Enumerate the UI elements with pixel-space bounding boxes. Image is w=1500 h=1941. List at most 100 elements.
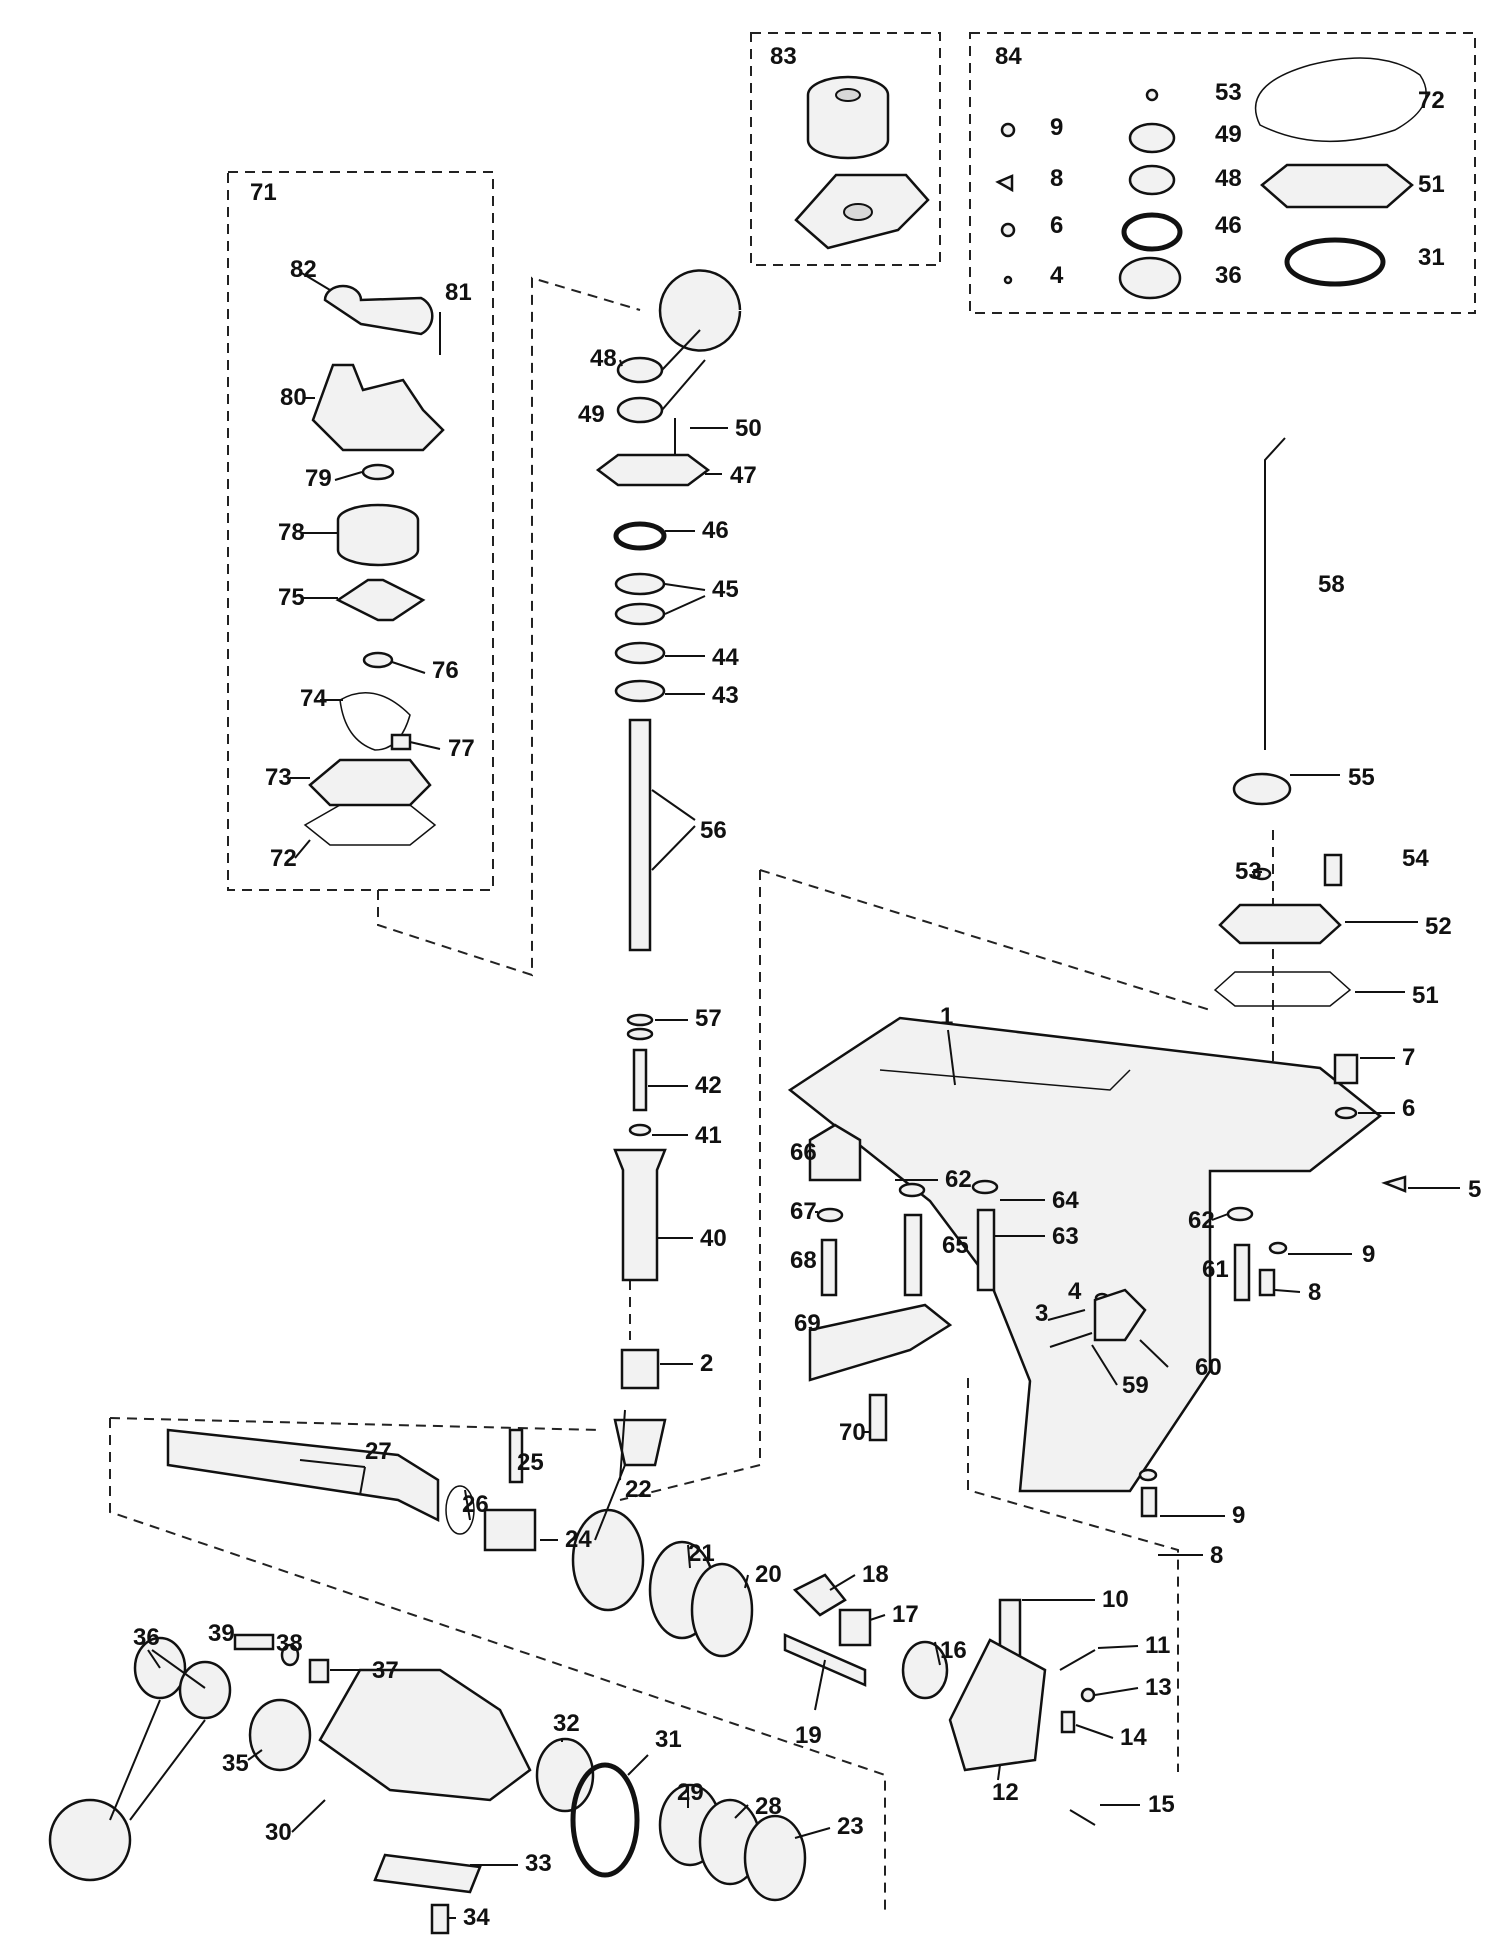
bearing-35-shape [248, 1698, 312, 1772]
part-label-79: 79 [305, 465, 332, 492]
part-label-1: 1 [940, 1003, 953, 1030]
bearing-2-shape [620, 1348, 660, 1390]
part-label-6b: 6 [1402, 1095, 1415, 1122]
housing-47-shape [595, 453, 711, 487]
seal-49-icon [1128, 122, 1176, 154]
washer-62b-shape [1226, 1206, 1254, 1222]
washer-38-shape [280, 1643, 300, 1667]
leader-19 [814, 1659, 826, 1711]
part-label-18: 18 [862, 1561, 889, 1588]
gasket-72-icon [1254, 57, 1427, 143]
part-label-61: 61 [1202, 1256, 1229, 1283]
gasket-51b-shape [1213, 971, 1352, 1007]
shift-rod-parts [1213, 437, 1352, 1007]
anode-66-shape [808, 1123, 862, 1182]
leader-31b [627, 1754, 649, 1776]
part-label-48: 48 [1215, 165, 1242, 192]
pump-base-40-shape [613, 1148, 667, 1282]
gasket-51-icon [1260, 163, 1414, 209]
part-label-49b: 49 [578, 401, 605, 428]
ring-57a-shape [626, 1013, 654, 1027]
part-label-62: 62 [945, 1166, 972, 1193]
part-label-57: 57 [695, 1005, 722, 1032]
leader-27 [299, 1459, 366, 1496]
screw-63-shape [976, 1208, 996, 1292]
part-label-81: 81 [445, 279, 472, 306]
part-label-8: 8 [1050, 165, 1063, 192]
trim-tab-69-shape [808, 1303, 953, 1382]
part-label-51b: 51 [1412, 982, 1439, 1009]
washer-6-icon [1000, 222, 1016, 238]
part-label-9b: 9 [1362, 1241, 1375, 1268]
part-label-75: 75 [278, 584, 305, 611]
leader-1 [947, 1029, 956, 1086]
part-label-23: 23 [837, 1813, 864, 1840]
part-label-29: 29 [677, 1779, 704, 1806]
part-label-36: 36 [1215, 262, 1242, 289]
dash-leader-71 [377, 276, 641, 977]
screw-68-shape [820, 1238, 838, 1297]
ring-57b-shape [626, 1027, 654, 1041]
key-77-shape [390, 733, 412, 751]
pin-11-shape [1059, 1649, 1096, 1671]
boot-55-shape [1232, 772, 1292, 806]
part-label-41: 41 [695, 1122, 722, 1149]
ring-79-shape [361, 463, 395, 481]
screw-7-shape [1333, 1053, 1359, 1085]
part-label-72: 72 [1418, 87, 1445, 114]
washer-9-icon [1000, 122, 1016, 138]
screw-3-shape [1047, 1309, 1086, 1321]
part-label-3: 3 [1035, 1300, 1048, 1327]
anode-60-shape [1093, 1288, 1147, 1342]
leader-17 [869, 1614, 886, 1621]
part-label-46b: 46 [702, 517, 729, 544]
bearing-36-icon [1118, 256, 1182, 300]
part-label-45: 45 [712, 576, 739, 603]
part-label-53: 53 [1215, 79, 1242, 106]
leader-11 [1097, 1645, 1139, 1649]
seal-detail-callout-2 [48, 1798, 132, 1882]
part-label-46: 46 [1215, 212, 1242, 239]
washer-45b-shape [614, 602, 666, 626]
part-label-71: 71 [250, 179, 277, 206]
part-label-40: 40 [700, 1225, 727, 1252]
leader-30 [291, 1799, 326, 1833]
washer-9b-shape [1268, 1241, 1288, 1255]
part-label-44: 44 [712, 644, 739, 671]
leader-60 [1139, 1339, 1169, 1368]
part-label-12: 12 [992, 1779, 1019, 1806]
part-label-66: 66 [790, 1139, 817, 1166]
part-label-4b: 4 [1068, 1278, 1082, 1305]
screw-54-shape [1323, 853, 1343, 887]
o-ring-31-icon [1284, 237, 1386, 287]
carrier-30-shape [318, 1668, 532, 1802]
ring-76-shape [362, 651, 394, 669]
part-label-67: 67 [790, 1198, 817, 1225]
leader-8b [1274, 1289, 1301, 1293]
part-label-25: 25 [517, 1449, 544, 1476]
liner-78-shape [336, 503, 420, 567]
part-label-35: 35 [222, 1750, 249, 1777]
dash-shift-frame [967, 1378, 1179, 1772]
part-label-43: 43 [712, 682, 739, 709]
washer-67-shape [816, 1207, 844, 1223]
dash-housing-left [619, 870, 761, 1501]
part-label-56: 56 [700, 817, 727, 844]
pump-liner-shape [806, 75, 890, 160]
impeller-plate-hole [843, 203, 873, 221]
part-label-9c: 9 [1232, 1502, 1245, 1529]
part-label-19: 19 [795, 1722, 822, 1749]
pin-42-shape [632, 1048, 648, 1112]
leader-22 [594, 1409, 626, 1541]
part-label-82: 82 [290, 256, 317, 283]
screw-65-shape [903, 1213, 923, 1297]
part-label-70: 70 [839, 1419, 866, 1446]
o-ring-46b-shape [613, 521, 667, 551]
part-label-30: 30 [265, 1819, 292, 1846]
clutch-24-shape [483, 1508, 537, 1552]
pump-liner-hole [835, 88, 861, 102]
leader-16 [934, 1641, 941, 1666]
part-label-21: 21 [688, 1540, 715, 1567]
part-label-47: 47 [730, 462, 757, 489]
part-label-55: 55 [1348, 764, 1375, 791]
